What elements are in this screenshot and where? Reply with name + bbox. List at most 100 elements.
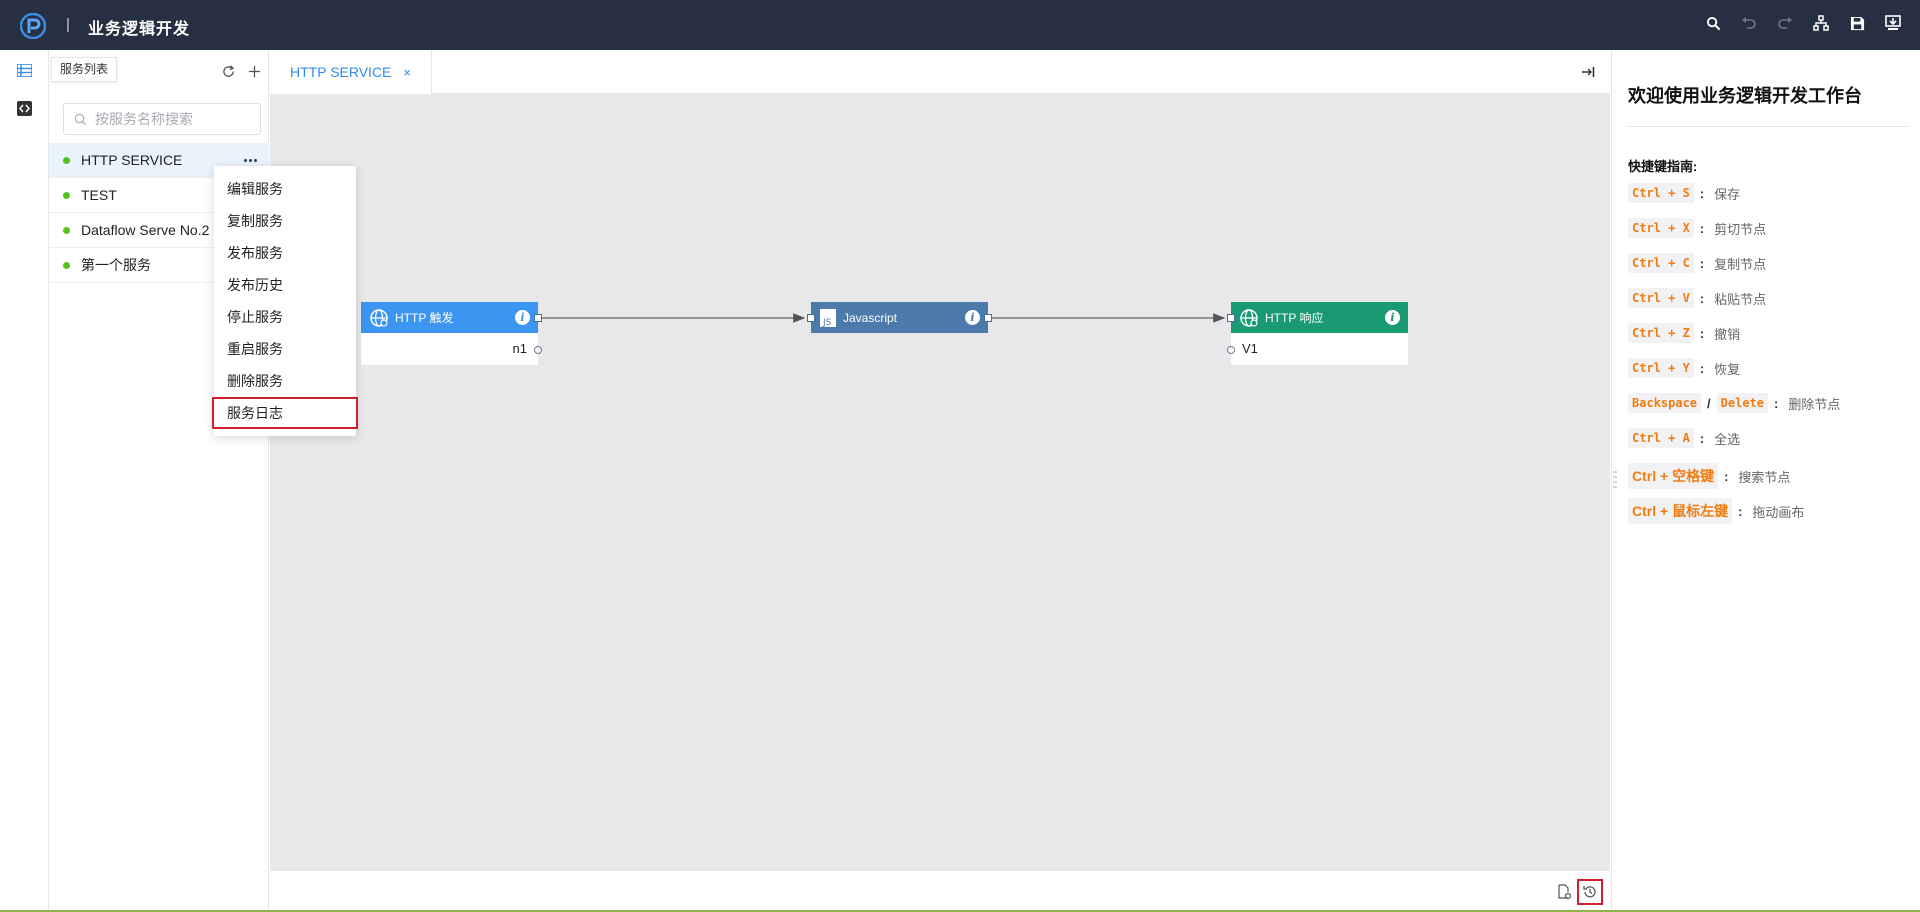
status-dot <box>63 157 70 164</box>
menu-item-service-log[interactable]: 服务日志 <box>212 397 358 429</box>
menu-item-stop-service[interactable]: 停止服务 <box>227 309 283 325</box>
canvas-bottom-bar <box>270 870 1610 912</box>
shortcut-row: Ctrl + 鼠标左键 : 拖动画布 <box>1628 498 1804 524</box>
sitemap-icon[interactable] <box>1812 14 1830 32</box>
shortcut-row: Ctrl + Z : 撤销 <box>1628 323 1740 343</box>
menu-item-edit-service[interactable]: 编辑服务 <box>227 181 283 197</box>
service-name: HTTP SERVICE <box>81 152 183 168</box>
tab-http-service[interactable]: HTTP SERVICE × <box>270 50 432 94</box>
input-port[interactable] <box>807 314 815 322</box>
shortcut-key: Backspace <box>1628 393 1702 413</box>
search-icon[interactable] <box>1704 14 1722 32</box>
undo-icon[interactable] <box>1740 14 1758 32</box>
node-body: n1 <box>361 333 538 365</box>
node-title: Javascript <box>843 310 898 325</box>
shortcut-row: Ctrl + X : 剪切节点 <box>1628 218 1766 238</box>
shortcut-colon: : <box>1699 220 1705 236</box>
shortcut-colon: : <box>1699 185 1705 201</box>
shortcut-row: Ctrl + C : 复制节点 <box>1628 253 1766 273</box>
service-panel-actions <box>220 63 262 79</box>
shortcut-key: Ctrl + 空格键 <box>1628 463 1719 489</box>
output-port[interactable] <box>534 314 542 322</box>
shortcut-key: Ctrl + C <box>1628 253 1694 273</box>
shortcut-colon: : <box>1699 290 1705 306</box>
node-http-trigger[interactable]: HTTP 触发 i n1 <box>361 302 542 365</box>
service-item[interactable]: TEST <box>49 178 269 213</box>
shortcut-desc: 剪切节点 <box>1714 221 1767 237</box>
service-list: HTTP SERVICE TEST Dataflow Serve No.2 第一… <box>49 143 269 283</box>
redo-icon[interactable] <box>1776 14 1794 32</box>
shortcut-desc: 粘贴节点 <box>1714 291 1767 307</box>
shortcut-key: Ctrl + X <box>1628 218 1694 238</box>
tab-label: HTTP SERVICE <box>290 64 392 80</box>
service-item[interactable]: Dataflow Serve No.2 <box>49 213 269 248</box>
shortcut-desc: 保存 <box>1714 186 1741 202</box>
service-context-menu: 编辑服务 复制服务 发布服务 发布历史 停止服务 重启服务 删除服务 服务日志 <box>212 166 358 436</box>
shortcut-desc: 全选 <box>1714 431 1741 447</box>
close-icon[interactable]: × <box>403 64 411 80</box>
shortcut-colon: : <box>1774 395 1779 411</box>
shortcut-desc: 复制节点 <box>1714 256 1767 272</box>
shortcut-joiner: / <box>1707 395 1711 411</box>
menu-item-publish-history[interactable]: 发布历史 <box>227 277 283 293</box>
output-port[interactable] <box>984 314 992 322</box>
shortcut-row: Ctrl + Y : 恢复 <box>1628 358 1740 378</box>
shortcut-row: Ctrl + 空格键 : 搜索节点 <box>1628 463 1790 489</box>
editor-tab-bar: HTTP SERVICE × <box>270 50 1610 94</box>
info-icon[interactable]: i <box>965 310 980 325</box>
node-http-response[interactable]: HTTP 响应 i V1 <box>1227 302 1408 365</box>
toolbar <box>1704 14 1902 32</box>
welcome-title: 欢迎使用业务逻辑开发工作台 <box>1628 86 1862 106</box>
collapse-panel-icon[interactable] <box>1580 64 1596 80</box>
shortcut-desc: 撤销 <box>1714 326 1741 342</box>
service-search-box <box>63 103 261 135</box>
node-title: HTTP 响应 <box>1265 311 1324 325</box>
service-list-icon[interactable] <box>14 60 34 80</box>
menu-item-restart-service[interactable]: 重启服务 <box>227 341 283 357</box>
menu-item-delete-service[interactable]: 删除服务 <box>227 373 283 389</box>
service-name: TEST <box>81 187 117 203</box>
node-body: V1 <box>1231 333 1408 365</box>
input-port[interactable] <box>1227 346 1235 354</box>
service-search-input[interactable] <box>95 111 245 127</box>
input-port[interactable] <box>1227 314 1235 322</box>
js-file-icon: JS <box>820 308 836 328</box>
globe-icon <box>1240 308 1258 327</box>
shortcut-row: Ctrl + V : 粘贴节点 <box>1628 288 1766 308</box>
flow-connections <box>540 313 1226 323</box>
panel-resize-handle[interactable] <box>1613 470 1617 492</box>
more-options-icon[interactable] <box>241 152 259 168</box>
node-header: HTTP 触发 i <box>361 302 538 333</box>
service-list-tooltip: 服务列表 <box>51 57 118 82</box>
app-logo-icon[interactable] <box>20 13 46 39</box>
output-port[interactable] <box>534 346 542 354</box>
add-service-icon[interactable] <box>246 63 262 79</box>
shortcut-colon: : <box>1699 430 1705 446</box>
divider <box>1628 126 1908 127</box>
node-javascript[interactable]: JS Javascript i <box>807 302 992 333</box>
shortcut-key: Ctrl + Y <box>1628 358 1694 378</box>
status-dot <box>63 227 70 234</box>
refresh-icon[interactable] <box>220 63 236 79</box>
code-icon[interactable] <box>14 98 34 118</box>
history-icon[interactable] <box>1577 879 1603 905</box>
info-icon[interactable]: i <box>1385 310 1400 325</box>
shortcut-key: Ctrl + V <box>1628 288 1694 308</box>
shortcut-colon: : <box>1738 503 1743 519</box>
shortcut-key: Delete <box>1716 393 1769 413</box>
deploy-icon[interactable] <box>1884 14 1902 32</box>
status-dot <box>63 262 70 269</box>
info-icon[interactable]: i <box>515 310 530 325</box>
shortcut-key: Ctrl + S <box>1628 183 1694 203</box>
menu-item-copy-service[interactable]: 复制服务 <box>227 213 283 229</box>
shortcut-colon: : <box>1699 360 1705 376</box>
file-settings-icon[interactable] <box>1553 881 1575 903</box>
shortcut-desc: 删除节点 <box>1788 396 1841 412</box>
flow-canvas[interactable]: HTTP 触发 i n1 JS Javascript i HTTP 响应 i V… <box>270 94 1610 870</box>
shortcut-guide-heading: 快捷键指南: <box>1628 159 1698 174</box>
menu-item-publish-service[interactable]: 发布服务 <box>227 245 283 261</box>
service-name: 第一个服务 <box>81 257 151 273</box>
service-item[interactable]: 第一个服务 <box>49 248 269 283</box>
save-icon[interactable] <box>1848 14 1866 32</box>
shortcut-colon: : <box>1699 255 1705 271</box>
